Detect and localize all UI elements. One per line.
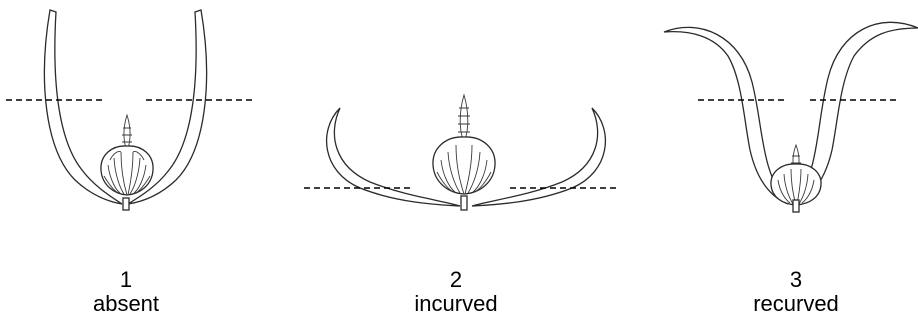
panel-recurved: 3 recurved [660, 0, 918, 332]
panel-incurved: 2 incurved [300, 0, 630, 332]
incurved-illustration [300, 0, 630, 260]
panel-number: 2 [356, 268, 556, 292]
stem [123, 198, 129, 210]
recurved-illustration [660, 0, 918, 260]
inflorescence [433, 95, 495, 194]
stem [461, 196, 467, 210]
caption-recurved: 3 recurved [696, 268, 896, 316]
panel-label: absent [26, 292, 226, 316]
panel-label: incurved [356, 292, 556, 316]
panel-number: 1 [26, 268, 226, 292]
inflorescence [101, 115, 153, 195]
panel-label: recurved [696, 292, 896, 316]
caption-incurved: 2 incurved [356, 268, 556, 316]
stem [793, 200, 799, 212]
panel-absent: 1 absent [0, 0, 300, 332]
caption-absent: 1 absent [26, 268, 226, 316]
absent-illustration [0, 0, 300, 260]
inflorescence [771, 145, 821, 205]
left-bract [664, 27, 788, 204]
panel-number: 3 [696, 268, 896, 292]
